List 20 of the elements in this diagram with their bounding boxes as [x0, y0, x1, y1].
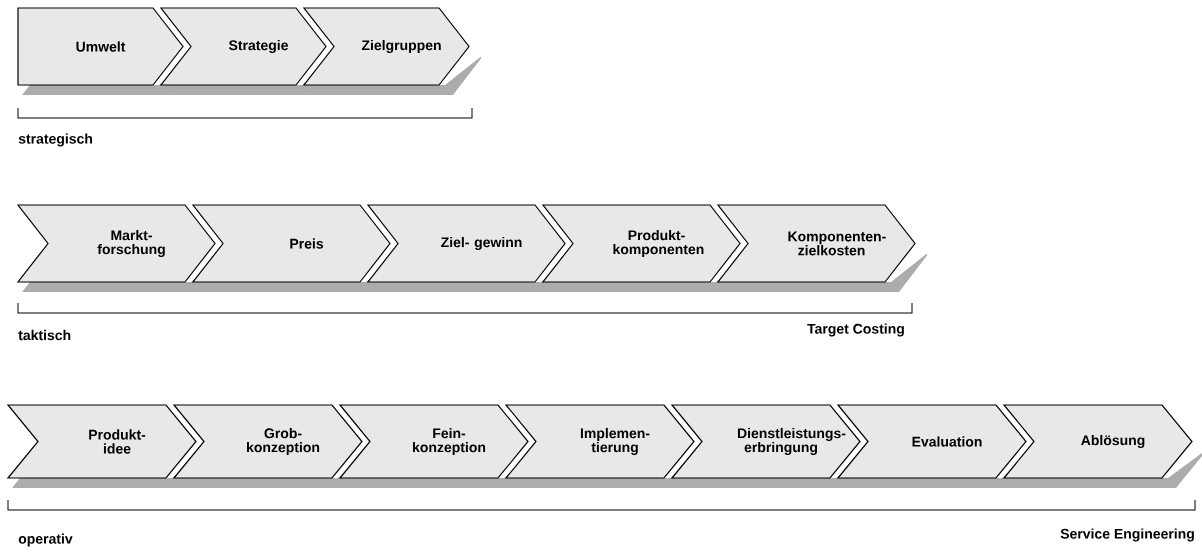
process-step-box: Preis: [191, 204, 402, 292]
process-step-box: Markt- forschung: [16, 204, 227, 292]
node-label: Ablösung: [1081, 434, 1145, 449]
process-step-box: Produkt- komponenten: [541, 204, 752, 292]
group-label: operativ: [18, 533, 73, 547]
process-step-box: Implemen- tierung: [504, 404, 706, 488]
process-step-box: Zielgruppen: [302, 7, 481, 95]
process-step-box: Ablösung: [1002, 404, 1202, 488]
process-step-box: Grob- konzeption: [172, 404, 374, 488]
group-label: taktisch: [18, 329, 71, 341]
group-label: Target Costing: [807, 323, 904, 337]
process-step-box: Komponenten- zielkosten: [716, 204, 927, 292]
process-step-box: Umwelt: [17, 7, 195, 95]
group-label: Service Engineering: [1060, 528, 1194, 542]
process-step-box: Dienstleistungs- erbringung: [670, 404, 872, 488]
process-step-box: Ziel- gewinn: [366, 204, 577, 292]
process-step-box: Fein- konzeption: [338, 404, 540, 488]
group-label: strategisch: [18, 133, 92, 147]
process-step-box: Produkt- idee: [6, 404, 208, 488]
process-step-box: Strategie: [159, 7, 338, 95]
